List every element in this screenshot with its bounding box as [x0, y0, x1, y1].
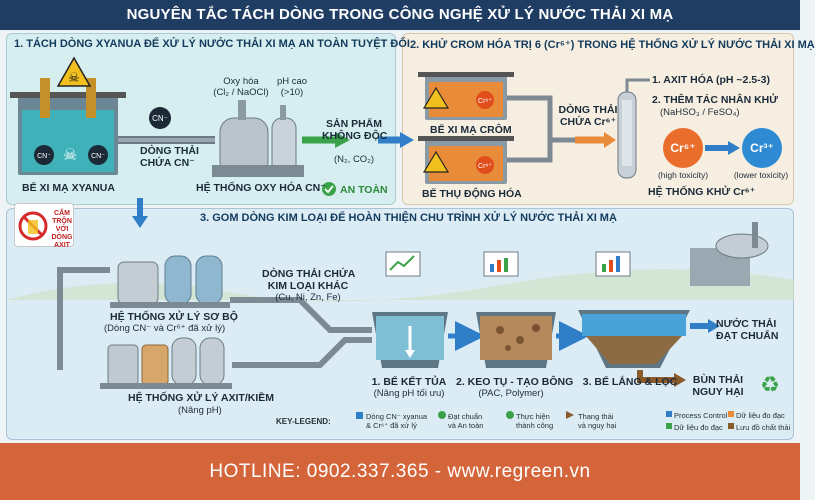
monitor-icon-1 — [385, 251, 421, 277]
warning-text-1: CẤM — [54, 210, 70, 217]
key-legend: KEY-LEGEND: Dòng CN⁻ xyanua & Cr⁶⁺ đã xử… — [276, 408, 792, 438]
metal-stream-label-3: (Cu, Ni, Zn, Fe) — [275, 292, 341, 303]
oxidation-label-1: Oxy hóa — [223, 76, 259, 87]
legend-item-measurement-1: Dữ liệu đo đạc — [736, 411, 785, 420]
section1-title: 1. TÁCH DÒNG XYANUA ĐỂ XỬ LÝ NƯỚC THẢI X… — [14, 38, 410, 50]
oxidation-system — [212, 100, 304, 177]
acid-alkali-system — [100, 337, 232, 389]
monitor-icon-3 — [595, 251, 631, 277]
hotline-footer: HOTLINE: 0902.337.365 - www.regreen.vn — [0, 443, 800, 500]
ph-label-1: pH cao — [276, 76, 308, 87]
cr3-circle — [742, 128, 782, 168]
warning-text-2: TRỘN VỚI — [52, 218, 72, 233]
metal-stream-label-1: DÒNG THẢI CHỨA — [262, 268, 356, 280]
no-mix-icon — [18, 211, 48, 241]
oxidation-label-2: (Cl₂ / NaOCl) — [213, 87, 269, 98]
safe-label: AN TOÀN — [340, 184, 388, 196]
passivation-tank-label: BỂ THỤ ĐỘNG HÓA — [422, 188, 522, 200]
legend-item-measurement-2: Dữ liệu đo đạc — [674, 423, 723, 432]
page-title: NGUYÊN TẮC TÁCH DÒNG TRONG CÔNG NGHỆ XỬ … — [0, 0, 800, 30]
check-icon — [322, 182, 336, 196]
legend-title: KEY-LEGEND: — [276, 417, 331, 426]
reducer-step-label: 2. THÊM TÁC NHÂN KHỬ — [652, 94, 778, 106]
reducer-chem-label: (NaHSO₃ / FeSO₄) — [660, 107, 740, 118]
product-label-3: (N₂, CO₂) — [333, 154, 375, 165]
pre-treatment-note: (Dòng CN⁻ và Cr⁶⁺ đã xử lý) — [104, 323, 226, 334]
svg-text:Cr⁶⁺: Cr⁶⁺ — [478, 97, 492, 105]
svg-text:☠: ☠ — [63, 147, 77, 164]
svg-text:☠: ☠ — [68, 70, 80, 85]
clean-water-label-2: ĐẠT CHUẨN — [716, 330, 779, 342]
flocculation-tank — [476, 312, 556, 368]
acidify-step-label: 1. AXIT HÓA (pH ~2.5-3) — [652, 74, 770, 86]
cr6-circle — [663, 128, 703, 168]
clean-water-label-1: NƯỚC THẢI — [716, 318, 777, 330]
product-label-1: SẢN PHẨM — [325, 118, 382, 130]
legend-item-treated: Dòng CN⁻ xyanua & Cr⁶⁺ đã xử lý — [366, 412, 428, 430]
svg-text:CN⁻: CN⁻ — [152, 114, 168, 123]
acid-alkali-note: (Nâng pH) — [178, 405, 222, 416]
oxidation-system-label: HỆ THỐNG OXY HÓA CN⁻ — [196, 182, 326, 194]
legend-item-hazard: Thang thải và nguy hại — [578, 412, 617, 430]
cyanide-stream-label-1: DÒNG THẢI — [140, 145, 199, 157]
warning-text-3: DÒNG AXIT — [51, 234, 73, 249]
high-toxicity-label: (high toxicity) — [657, 170, 709, 180]
svg-text:CN⁻: CN⁻ — [91, 153, 105, 160]
reduction-column — [617, 78, 650, 179]
hazard-icon — [56, 56, 92, 87]
sludge-label-2: NGUY HẠI — [692, 386, 744, 398]
svg-text:CN⁻: CN⁻ — [37, 153, 51, 160]
cyanide-stream-label-2: CHỨA CN⁻ — [140, 157, 195, 169]
reduction-system-label: HỆ THỐNG KHỬ Cr⁶⁺ — [648, 186, 756, 198]
section3-title: 3. GOM DÒNG KIM LOẠI ĐỂ HOÀN THIỆN CHU T… — [200, 212, 617, 224]
sludge-label-1: BÙN THẢI — [692, 374, 744, 386]
cr-stream-label-2: CHỨA Cr⁶⁺ — [559, 116, 617, 128]
legend-item-waste-flow: Lưu đồ chất thải — [736, 423, 791, 432]
monitor-icon-2 — [483, 251, 519, 277]
flocculation-label: 2. KEO TỤ - TẠO BÔNG — [456, 376, 574, 388]
settling-label: 3. BỂ LẮNG & LỌC — [582, 376, 678, 388]
cr6-label: Cr⁶⁺ — [670, 141, 696, 155]
ph-label-2: (>10) — [280, 87, 304, 98]
precipitation-tank — [372, 312, 448, 368]
legend-item-process-control: Process Control — [674, 411, 728, 420]
flocculation-note: (PAC, Polymer) — [478, 388, 544, 399]
section2-title: 2. KHỬ CROM HÓA TRỊ 6 (Cr⁶⁺) TRONG HỆ TH… — [410, 39, 815, 51]
cyanide-tank-label: BỂ XI MẠ XYANUA — [22, 182, 115, 194]
svg-text:Cr⁶⁺: Cr⁶⁺ — [478, 162, 492, 170]
low-toxicity-label: (lower toxicity) — [733, 170, 789, 180]
precipitation-label: 1. BỂ KẾT TỦA — [371, 376, 447, 388]
recycle-icon: ♻ — [760, 372, 780, 397]
cr3-label: Cr³⁺ — [750, 141, 774, 155]
no-mixing-warning: CẤM TRỘN VỚI DÒNG AXIT — [14, 203, 74, 249]
legend-item-compliant: Đạt chuẩn và An toàn — [448, 412, 484, 430]
legend-item-success: Thực hiện thành công — [516, 412, 554, 430]
cn-bubble-icon — [34, 145, 54, 165]
acid-alkali-label: HỆ THỐNG XỬ LÝ AXIT/KIỀM — [128, 392, 274, 404]
settling-tank — [578, 310, 690, 368]
chrome-tank-label: BỂ XI MẠ CRÔM — [430, 124, 512, 136]
factory-icon — [690, 222, 769, 286]
precipitation-note: (Nâng pH tối ưu) — [373, 388, 445, 399]
metal-stream-label-2: KIM LOẠI KHÁC — [267, 280, 349, 292]
pre-treatment-system — [110, 255, 230, 308]
product-label-2: KHÔNG ĐỘC — [322, 130, 388, 142]
pre-treatment-label: HỆ THỐNG XỬ LÝ SƠ BỘ — [110, 311, 238, 323]
cr-stream-label-1: DÒNG THẢI — [558, 104, 618, 116]
